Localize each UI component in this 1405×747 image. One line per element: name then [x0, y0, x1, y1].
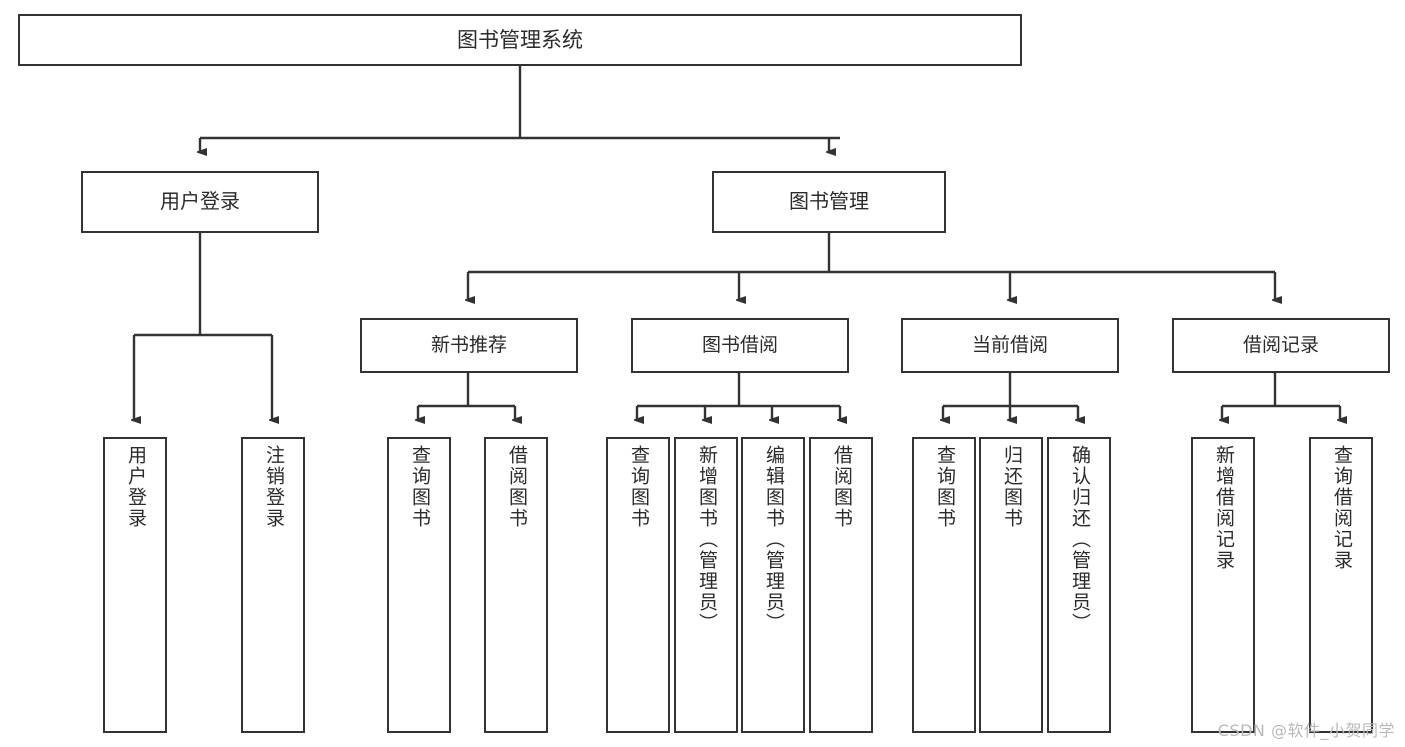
node-leaf-query-book-recommend[interactable]: 查询图书 [387, 437, 451, 733]
node-leaf-borrow-book-recommend[interactable]: 借阅图书 [484, 437, 548, 733]
node-label: 新增图书（管理员） [695, 445, 718, 634]
node-label: 注销登录 [262, 445, 285, 529]
node-leaf-borrow-book[interactable]: 借阅图书 [809, 437, 873, 733]
node-label: 确认归还（管理员） [1068, 445, 1091, 634]
node-book-management[interactable]: 图书管理 [712, 171, 946, 233]
node-label: 借阅图书 [505, 445, 528, 529]
node-leaf-query-book-current[interactable]: 查询图书 [912, 437, 976, 733]
node-label: 查询借阅记录 [1330, 445, 1353, 571]
node-label: 借阅图书 [830, 445, 853, 529]
node-book-borrow[interactable]: 图书借阅 [631, 318, 849, 373]
node-label: 当前借阅 [971, 334, 1048, 357]
node-current-borrow[interactable]: 当前借阅 [901, 318, 1119, 373]
node-label: 查询图书 [627, 445, 650, 529]
node-leaf-return-book[interactable]: 归还图书 [979, 437, 1043, 733]
node-label: 归还图书 [1000, 445, 1023, 529]
node-user-login[interactable]: 用户登录 [81, 171, 319, 233]
node-label: 用户登录 [160, 189, 240, 214]
node-label: 图书管理系统 [457, 27, 583, 52]
node-leaf-query-book-borrow[interactable]: 查询图书 [606, 437, 670, 733]
node-leaf-add-book-admin[interactable]: 新增图书（管理员） [674, 437, 738, 733]
node-leaf-query-borrow-record[interactable]: 查询借阅记录 [1309, 437, 1373, 733]
node-root-book-management-system[interactable]: 图书管理系统 [18, 14, 1022, 66]
node-label: 图书借阅 [701, 334, 778, 357]
node-label: 新增借阅记录 [1212, 445, 1235, 571]
node-leaf-add-borrow-record[interactable]: 新增借阅记录 [1191, 437, 1255, 733]
node-leaf-confirm-return-admin[interactable]: 确认归还（管理员） [1047, 437, 1111, 733]
node-label: 借阅记录 [1242, 334, 1319, 357]
node-leaf-edit-book-admin[interactable]: 编辑图书（管理员） [741, 437, 805, 733]
node-label: 用户登录 [124, 445, 147, 529]
node-label: 查询图书 [933, 445, 956, 529]
node-label: 查询图书 [408, 445, 431, 529]
node-label: 图书管理 [789, 189, 869, 214]
node-label: 新书推荐 [430, 334, 507, 357]
node-label: 编辑图书（管理员） [762, 445, 785, 634]
node-borrow-record[interactable]: 借阅记录 [1172, 318, 1390, 373]
node-new-book-recommend[interactable]: 新书推荐 [360, 318, 578, 373]
csdn-watermark: CSDN @软件_小贺同学 [1217, 721, 1395, 740]
node-leaf-logout-login[interactable]: 注销登录 [241, 437, 305, 733]
node-leaf-user-login[interactable]: 用户登录 [103, 437, 167, 733]
